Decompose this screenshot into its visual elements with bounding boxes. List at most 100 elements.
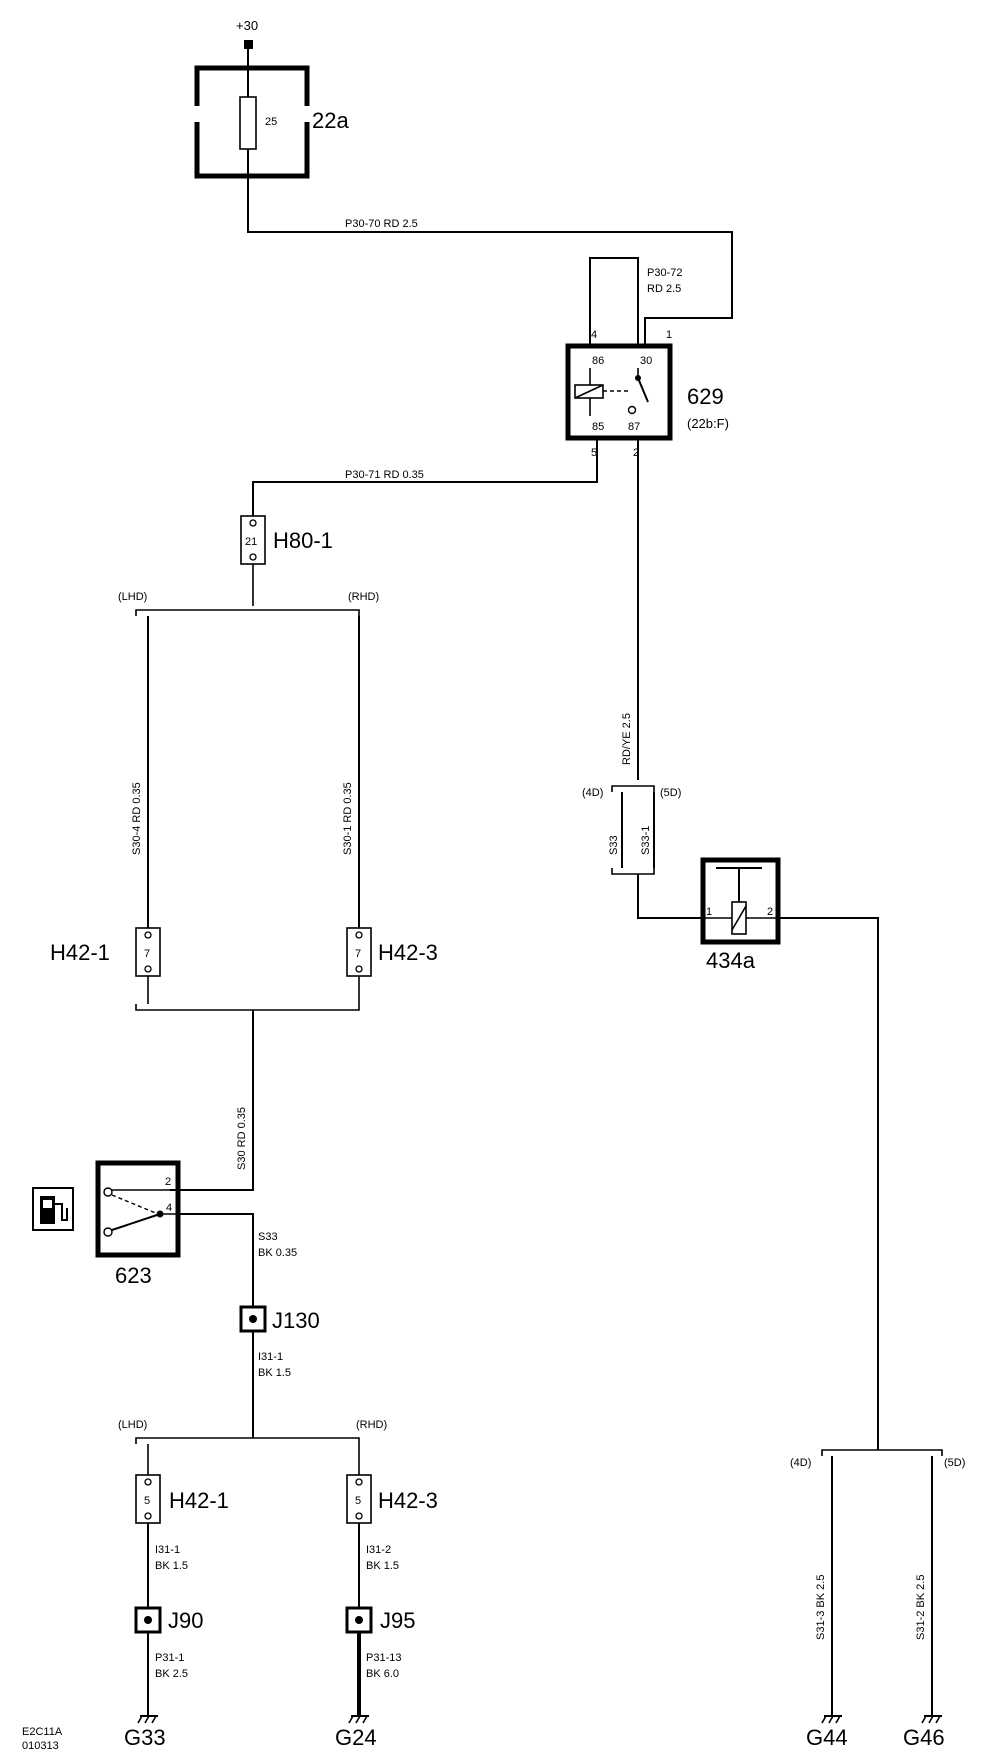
component-434a: 1 2 434a [700,857,781,973]
splice-j130: J130 [239,1305,320,1333]
wire-p30-70-label: P30-70 RD 2.5 [345,218,418,230]
ground-g44: G44 [806,1715,848,1750]
relay-pin-5: 5 [591,447,597,459]
connector-h42-3-bottom: 5 H42-3 [346,1474,438,1524]
fuse-22a: 25 22a [194,65,349,179]
connector-h42-3-bottom-pin: 5 [355,1495,361,1507]
switch-623-label: 623 [115,1263,152,1288]
wire-i31-2-label-b: BK 1.5 [366,1560,399,1572]
ground-g33: G33 [124,1715,166,1750]
ground-g44-label: G44 [806,1725,848,1750]
variant-rhd-top: (RHD) [348,591,379,603]
connector-h42-1-top-pin: 7 [144,948,150,960]
connector-h42-1-top-label: H42-1 [50,940,110,965]
relay-id: 629 [687,384,724,409]
wire-p30-71-label: P30-71 RD 0.35 [345,469,424,481]
variant-bracket-right-bottom [611,868,655,875]
relay-terminal-87: 87 [628,421,640,433]
supply-label: +30 [236,18,258,33]
variant-bracket-mid [135,1004,360,1011]
wire-p31-13-label-a: P31-13 [366,1652,401,1664]
variant-5d-right: (5D) [660,787,681,799]
fuse-rating: 25 [265,116,277,128]
connector-h42-3-top-pin: 7 [355,948,361,960]
variant-4d-ground: (4D) [790,1457,811,1469]
switch-623: 2 4 623 [95,1160,181,1288]
wire-i31-1l-label-b: BK 1.5 [155,1560,188,1572]
ground-g33-label: G33 [124,1725,166,1750]
footer-date: 010313 [22,1740,59,1752]
connector-h42-3-bottom-label: H42-3 [378,1488,438,1513]
wire-p31-1-label-b: BK 2.5 [155,1668,188,1680]
ground-g46-label: G46 [903,1725,945,1750]
fuel-pump-icon [32,1187,74,1231]
relay-terminal-85: 85 [592,421,604,433]
connector-h42-1-bottom: 5 H42-1 [135,1474,229,1524]
relay-pin-4: 4 [591,329,597,341]
wire-s31-2-label: S31-2 BK 2.5 [915,1575,927,1640]
variant-bracket-bottom [135,1437,360,1444]
component-434a-pin-1: 1 [706,906,712,918]
splice-j95: J95 [345,1606,415,1634]
variant-bracket-top [135,609,360,616]
relay-terminal-86: 86 [592,355,604,367]
wire-s33-label-a: S33 [258,1231,278,1243]
wire-s30 [170,1010,254,1191]
variant-rhd-bottom: (RHD) [356,1419,387,1431]
wire-s30-1-label: S30-1 RD 0.35 [342,782,354,855]
wire-s30-4-label: S30-4 RD 0.35 [131,782,143,855]
connector-h42-3-top: 7 H42-3 [346,927,438,977]
connector-h80-1-pin: 21 [245,536,257,548]
wire-rd-ye-label: RD/YE 2.5 [621,713,633,765]
wire-p30-70 [247,176,733,346]
ground-g46: G46 [903,1715,945,1750]
relay-location: (22b:F) [687,416,729,431]
splice-j90: J90 [134,1606,203,1634]
component-434a-pin-2: 2 [767,906,773,918]
supply-terminal: +30 [236,18,258,68]
connector-h80-1-label: H80-1 [273,528,333,553]
switch-623-pin-4: 4 [166,1202,172,1214]
wire-s31-3-label: S31-3 BK 2.5 [815,1575,827,1640]
connector-h42-1-bottom-pin: 5 [144,1495,150,1507]
wire-to-434a [637,874,703,919]
wire-s33-1-label: S33-1 [640,826,652,855]
wire-s33-label-b: BK 0.35 [258,1247,297,1259]
wire-s30-label: S30 RD 0.35 [236,1107,248,1170]
wire-i31-1-label-b: BK 1.5 [258,1367,291,1379]
wire-i31-1-label-a: I31-1 [258,1351,283,1363]
footer-code: E2C11A [22,1726,63,1738]
variant-4d-right: (4D) [582,787,603,799]
wire-p31-13-label-b: BK 6.0 [366,1668,399,1680]
switch-623-pin-2: 2 [165,1176,171,1188]
relay-pin-2: 2 [633,447,639,459]
wire-p31-1-label-a: P31-1 [155,1652,184,1664]
wire-p30-72-label-a: P30-72 [647,267,682,279]
variant-bracket-right-top [611,785,655,792]
ground-g24-label: G24 [335,1725,377,1750]
variant-5d-ground: (5D) [944,1457,965,1469]
component-434a-label: 434a [706,948,756,973]
splice-j90-label: J90 [168,1608,203,1633]
relay-pin-1: 1 [666,329,672,341]
variant-bracket-ground [821,1449,943,1456]
variant-lhd-top: (LHD) [118,591,147,603]
wire-p30-71 [252,438,598,516]
splice-j130-label: J130 [272,1308,320,1333]
relay-terminal-30: 30 [640,355,652,367]
connector-h42-1-top: 7 H42-1 [50,927,161,977]
wire-p30-72 [589,257,639,346]
wire-434a-ground [778,917,879,1450]
relay-629: 4 1 5 2 86 30 85 87 629 (22b:F) [565,329,729,459]
wire-s33-label: S33 [608,835,620,855]
wire-p30-72-label-b: RD 2.5 [647,283,681,295]
connector-h80-1: 21 H80-1 [240,515,333,565]
wire-i31-1l-label-a: I31-1 [155,1544,180,1556]
fuse-id: 22a [312,108,349,133]
wire-s33-bk [178,1213,254,1307]
connector-h42-1-bottom-label: H42-1 [169,1488,229,1513]
wire-i31-2-label-a: I31-2 [366,1544,391,1556]
ground-g24: G24 [335,1715,377,1750]
connector-h42-3-top-label: H42-3 [378,940,438,965]
